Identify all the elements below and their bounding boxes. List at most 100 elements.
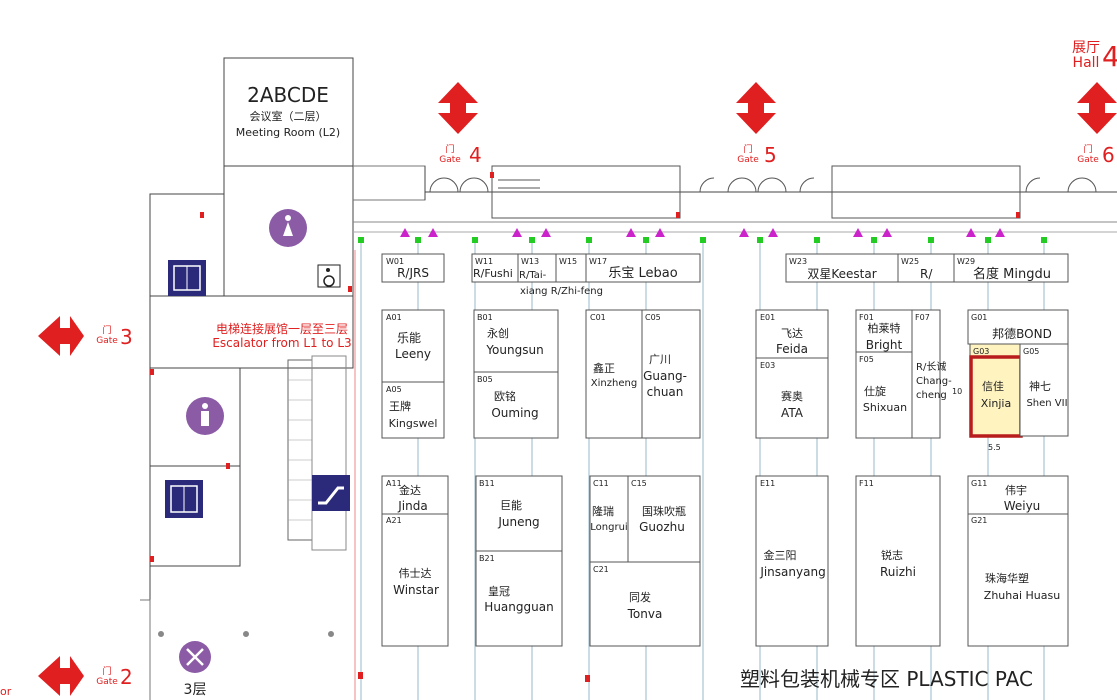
svg-text:Xinjia: Xinjia (981, 397, 1011, 410)
svg-text:R/Fushi: R/Fushi (473, 267, 513, 280)
svg-text:门: 门 (445, 143, 454, 155)
hall-label: 展厅 Hall 4 (1072, 40, 1117, 73)
svg-text:邦德BOND: 邦德BOND (992, 326, 1052, 341)
block-e: E01 飞达 Feida E03 赛奥 ATA E11 金三阳 Jinsanya… (755, 309, 829, 647)
booth-c01[interactable] (585, 309, 643, 439)
svg-text:G11: G11 (971, 479, 987, 488)
booth-a21[interactable] (381, 513, 449, 647)
svg-text:G05: G05 (1023, 347, 1039, 356)
svg-text:6: 6 (1102, 143, 1115, 167)
escalator-icon (312, 475, 350, 511)
svg-text:ATA: ATA (781, 406, 804, 420)
booth-a05[interactable] (381, 381, 445, 439)
svg-text:B11: B11 (479, 479, 495, 488)
booth-c15[interactable] (627, 475, 701, 563)
svg-text:Longrui: Longrui (590, 522, 627, 533)
g03-note: 5.5 (988, 443, 1001, 452)
svg-text:Guang-: Guang- (643, 369, 687, 383)
booth-w29[interactable] (953, 253, 1069, 283)
svg-text:赛奥: 赛奥 (781, 389, 803, 403)
booth-w15[interactable] (555, 253, 587, 283)
svg-text:Hall: Hall (1073, 55, 1100, 71)
escalator-stairs (287, 359, 313, 541)
meeting-room-code: 2ABCDE (247, 83, 329, 107)
svg-text:Gate: Gate (96, 336, 118, 346)
svg-text:神七: 神七 (1029, 379, 1051, 393)
zone-title: 塑料包装机械专区 PLASTIC PAC (740, 667, 1033, 691)
w-row-subnote: xiang R/Zhi-feng (520, 286, 603, 297)
booth-c21[interactable] (589, 561, 701, 647)
svg-text:F07: F07 (915, 313, 930, 322)
hydrant-markers (150, 172, 1020, 682)
booth-e01[interactable] (755, 309, 829, 359)
entrance-arrows (38, 82, 1117, 696)
svg-text:W11: W11 (475, 257, 493, 266)
booth-e11[interactable] (755, 475, 829, 647)
svg-text:门: 门 (743, 143, 752, 155)
svg-text:永创: 永创 (487, 326, 509, 340)
gate-2-label: 门 Gate 2 (96, 665, 133, 689)
svg-text:Chang-: Chang- (916, 376, 952, 387)
svg-text:门: 门 (1083, 143, 1092, 155)
block-g: G01 邦德BOND G03 信佳 Xinjia 5.5 G05 神七 Shen… (967, 309, 1069, 647)
booth-w17[interactable] (585, 253, 701, 283)
booth-f11[interactable] (855, 475, 941, 647)
booth-c05[interactable] (641, 309, 701, 439)
block-a: A01 乐能 Leeny A05 王牌 Kingswel A11 金达 Jind… (381, 309, 449, 647)
svg-text:Jinda: Jinda (397, 499, 427, 513)
svg-text:F01: F01 (859, 313, 874, 322)
booth-w23[interactable] (785, 253, 899, 283)
svg-text:Ouming: Ouming (491, 406, 538, 420)
booth-w11[interactable] (471, 253, 519, 283)
booth-g21[interactable] (967, 513, 1069, 647)
svg-text:同发: 同发 (629, 590, 651, 604)
svg-text:国珠吹瓶: 国珠吹瓶 (642, 504, 686, 518)
booth-w25[interactable] (897, 253, 955, 283)
svg-text:Shixuan: Shixuan (863, 401, 907, 414)
booth-g05[interactable] (1019, 343, 1069, 437)
svg-text:Guozhu: Guozhu (639, 520, 685, 534)
svg-text:G01: G01 (971, 313, 987, 322)
booth-w01[interactable] (381, 253, 445, 283)
booth-f07[interactable] (911, 309, 941, 439)
svg-text:Gate: Gate (439, 155, 461, 165)
svg-text:欧铭: 欧铭 (494, 389, 516, 403)
svg-text:Xinzheng: Xinzheng (591, 378, 637, 389)
escalator-note-en: Escalator from L1 to L3 (212, 336, 351, 350)
svg-text:C21: C21 (593, 565, 609, 574)
svg-text:Juneng: Juneng (497, 515, 539, 529)
svg-text:W29: W29 (957, 257, 975, 266)
svg-text:伟士达: 伟士达 (399, 567, 432, 580)
booth-b11[interactable] (475, 475, 563, 552)
svg-text:伟宇: 伟宇 (1005, 484, 1027, 497)
gate-3-arrow (38, 316, 84, 356)
svg-text:B05: B05 (477, 375, 493, 384)
svg-text:W01: W01 (386, 257, 404, 266)
booth-f01[interactable] (855, 309, 913, 353)
svg-text:C01: C01 (590, 313, 606, 322)
booth-a01[interactable] (381, 309, 445, 383)
top-corridor (353, 165, 1117, 233)
booth-e03[interactable] (755, 357, 829, 439)
booth-b05[interactable] (473, 371, 559, 439)
svg-text:锐志: 锐志 (881, 548, 903, 562)
booth-g11[interactable] (967, 475, 1069, 515)
block-f: F01 柏莱特 Bright F05 仕旋 Shixuan F07 R/长诚 C… (855, 309, 962, 647)
booth-c11[interactable] (589, 475, 629, 563)
escalator-frame (311, 355, 347, 551)
gate-4-arrow (438, 82, 478, 134)
booth-a11[interactable] (381, 475, 449, 515)
gate-5-label: 门 Gate 5 (737, 143, 777, 167)
edge-text: or (0, 685, 12, 698)
svg-text:展厅: 展厅 (1072, 40, 1100, 56)
elevator-area (149, 465, 241, 567)
booth-f05[interactable] (855, 351, 913, 439)
booth-w13[interactable] (517, 253, 557, 283)
svg-text:W23: W23 (789, 257, 807, 266)
booth-b21[interactable] (475, 550, 563, 647)
booth-g01[interactable] (967, 309, 1069, 345)
svg-text:B21: B21 (479, 554, 495, 563)
svg-text:Kingswel: Kingswel (389, 417, 438, 430)
svg-text:Bright: Bright (866, 338, 903, 352)
svg-text:cheng: cheng (916, 390, 947, 401)
